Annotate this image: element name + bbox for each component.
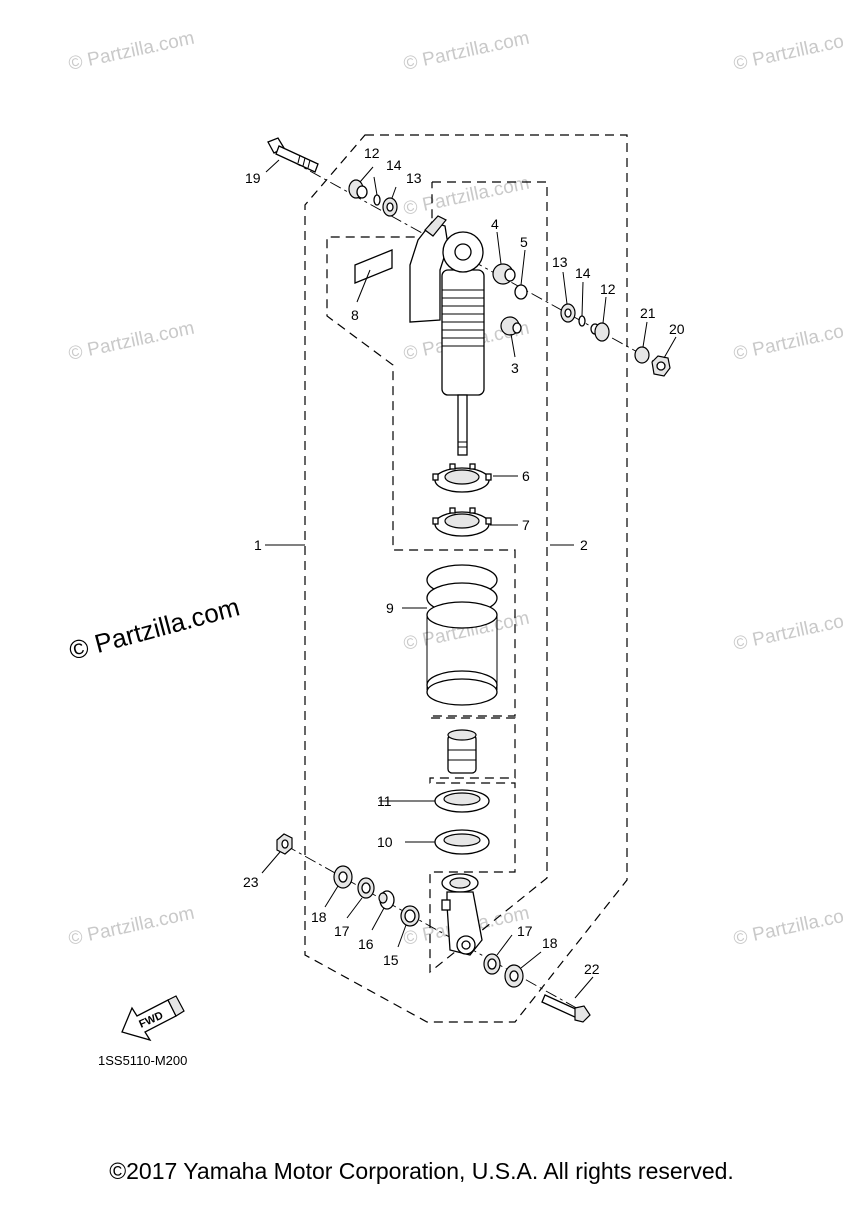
callout-5: 5 [520, 234, 528, 250]
callout-18-right: 18 [542, 935, 558, 951]
callout-22: 22 [584, 961, 600, 977]
oil-seal-13 [382, 197, 398, 217]
seal-17-right [483, 953, 501, 975]
bearing-15 [400, 905, 420, 927]
label-8 [354, 249, 393, 284]
spring-guide-11 [434, 789, 490, 813]
bearing-4 [492, 263, 516, 285]
ring-nut-7 [432, 507, 492, 537]
callout-9: 9 [386, 600, 394, 616]
spring-9 [426, 564, 498, 706]
collar-18-right [504, 964, 524, 988]
callout-16: 16 [358, 936, 374, 952]
callout-12-top: 12 [364, 145, 380, 161]
callout-15: 15 [383, 952, 399, 968]
callout-13-top: 13 [406, 170, 422, 186]
circlip-5 [514, 284, 528, 300]
copyright-notice: ©2017 Yamaha Motor Corporation, U.S.A. A… [109, 1158, 734, 1184]
watermark: © Partzilla.com [732, 28, 843, 75]
callout-11: 11 [377, 793, 392, 809]
watermark: © Partzilla.com [732, 608, 843, 655]
callout-1: 1 [254, 537, 262, 553]
adjuster-3 [500, 316, 522, 336]
callout-17-left: 17 [334, 923, 350, 939]
watermark: © Partzilla.com [732, 318, 843, 365]
assembly-1-outline [304, 134, 628, 1023]
callout-7: 7 [522, 517, 530, 533]
main-watermark: © Partzilla.com [66, 591, 243, 665]
callout-21: 21 [640, 305, 656, 321]
watermark: © Partzilla.com [67, 318, 197, 365]
bump-stopper [447, 729, 477, 774]
callout-20: 20 [669, 321, 685, 337]
collar-12-right [590, 322, 610, 342]
watermark: © Partzilla.com [67, 903, 197, 950]
oil-seal-13-right [560, 303, 576, 323]
forward-arrow: FWD [121, 995, 185, 1042]
callout-18-left: 18 [311, 909, 327, 925]
spring-seat-10 [434, 829, 490, 855]
callout-3: 3 [511, 360, 519, 376]
shock-absorber-body [409, 215, 485, 456]
collar-18 [333, 865, 353, 889]
nut-23 [276, 833, 293, 855]
o-ring-14-right [578, 315, 586, 327]
leader-lines [261, 159, 677, 999]
collar-16 [378, 890, 395, 910]
nut-20 [651, 355, 671, 377]
bolt-22 [541, 994, 591, 1023]
washer-21 [634, 346, 650, 364]
callout-19: 19 [245, 170, 261, 186]
collar-12 [348, 179, 368, 199]
callout-labels: 1 2 3 4 5 6 7 8 9 10 11 12 14 13 13 14 1… [243, 145, 685, 977]
diagram-code: 1SS5110-M200 [98, 1053, 187, 1068]
watermark: © Partzilla.com [67, 28, 197, 75]
bolt-19 [267, 137, 319, 173]
callout-17-right: 17 [517, 923, 533, 939]
callout-13-right: 13 [552, 254, 568, 270]
o-ring-14 [373, 194, 381, 206]
group-outlines [304, 134, 628, 1023]
lower-eye [441, 873, 483, 956]
watermark: © Partzilla.com [402, 28, 532, 75]
callout-14-top: 14 [386, 157, 402, 173]
callout-6: 6 [522, 468, 530, 484]
callout-12-right: 12 [600, 281, 616, 297]
callout-23: 23 [243, 874, 259, 890]
seal-17 [357, 877, 375, 899]
ring-nut-6 [432, 463, 492, 493]
callout-4: 4 [491, 216, 499, 232]
watermark: © Partzilla.com [732, 903, 843, 950]
callout-8: 8 [351, 307, 359, 323]
callout-10: 10 [377, 834, 393, 850]
callout-14-right: 14 [575, 265, 591, 281]
assembly-2-outline [326, 181, 548, 974]
callout-2: 2 [580, 537, 588, 553]
